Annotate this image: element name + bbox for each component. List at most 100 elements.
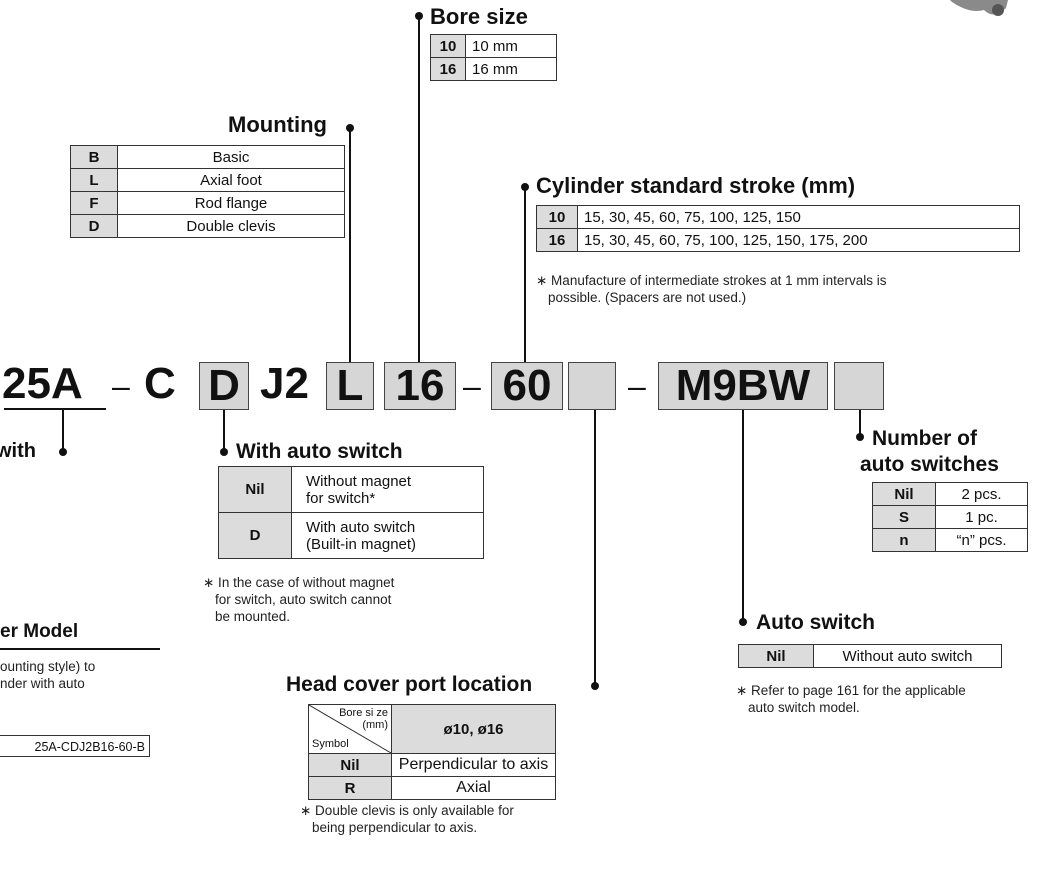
table-cell: L bbox=[71, 169, 118, 192]
cell-line: With auto switch bbox=[306, 519, 477, 536]
table-cell: “n” pcs. bbox=[936, 529, 1028, 552]
table-cell: 10 bbox=[537, 206, 578, 229]
head-cover-title: Head cover port location bbox=[286, 674, 532, 695]
table-row: D With auto switch (Built-in magnet) bbox=[219, 513, 484, 559]
model-prefix: 25A bbox=[2, 362, 83, 406]
table-cell: Bore si ze (mm) Symbol bbox=[309, 705, 392, 754]
table-row: Nil2 pcs. bbox=[873, 483, 1028, 506]
model-box-d: D bbox=[199, 362, 249, 410]
table-cell: With auto switch (Built-in magnet) bbox=[292, 513, 484, 559]
table-cell: ø10, ø16 bbox=[392, 705, 556, 754]
with-switch-title: With auto switch bbox=[236, 441, 403, 462]
prefix-leader bbox=[62, 410, 64, 452]
bore-size-title: Bore size bbox=[430, 6, 528, 28]
order-model-title: er Model bbox=[0, 622, 78, 641]
cell-line: (Built-in magnet) bbox=[306, 536, 477, 553]
table-cell: 10 bbox=[431, 35, 466, 58]
num-switch-title-1: Number of bbox=[872, 428, 977, 449]
table-cell: D bbox=[71, 215, 118, 238]
note-line: ounting style) to bbox=[0, 658, 180, 675]
header-unit: (mm) bbox=[362, 719, 388, 731]
header-bore: Bore si ze bbox=[339, 707, 388, 719]
num-switch-table: Nil2 pcs. S1 pc. n“n” pcs. bbox=[872, 482, 1028, 552]
table-cell: S bbox=[873, 506, 936, 529]
table-cell: 1 pc. bbox=[936, 506, 1028, 529]
stroke-note: ∗ Manufacture of intermediate strokes at… bbox=[536, 272, 1016, 306]
note-line: possible. (Spacers are not used.) bbox=[536, 289, 1016, 306]
stroke-leader bbox=[524, 187, 526, 370]
note-line: ∗ Refer to page 161 for the applicable bbox=[736, 682, 1036, 699]
mounting-leader bbox=[349, 128, 351, 370]
bore-size-table: 10 10 mm 16 16 mm bbox=[430, 34, 557, 81]
table-cell: Nil bbox=[309, 754, 392, 777]
auto-switch-dot bbox=[739, 618, 747, 626]
prefix-dot bbox=[59, 448, 67, 456]
cell-line: Without magnet bbox=[306, 473, 477, 490]
note-line: auto switch model. bbox=[736, 699, 1036, 716]
table-cell: Nil bbox=[739, 645, 814, 668]
model-prefix-underline bbox=[4, 408, 106, 410]
model-box-stroke: 60 bbox=[491, 362, 563, 410]
table-row: n“n” pcs. bbox=[873, 529, 1028, 552]
header-symbol: Symbol bbox=[312, 738, 349, 750]
table-cell: 15, 30, 45, 60, 75, 100, 125, 150 bbox=[578, 206, 1020, 229]
cell-line: for switch* bbox=[306, 490, 477, 507]
model-dash: – bbox=[463, 370, 481, 402]
note-line: being perpendicular to axis. bbox=[300, 819, 600, 836]
table-cell: Rod flange bbox=[118, 192, 345, 215]
head-cover-note: ∗ Double clevis is only available for be… bbox=[300, 802, 600, 836]
note-line: ∗ Manufacture of intermediate strokes at… bbox=[536, 272, 1016, 289]
product-image-fragment bbox=[950, 0, 1010, 28]
table-cell: B bbox=[71, 146, 118, 169]
with-switch-table: Nil Without magnet for switch* D With au… bbox=[218, 466, 484, 559]
note-line: nder with auto bbox=[0, 675, 180, 692]
head-cover-dot bbox=[591, 682, 599, 690]
table-cell: 16 bbox=[537, 229, 578, 252]
bore-size-leader bbox=[418, 16, 420, 370]
num-switch-dot bbox=[856, 433, 864, 441]
table-cell: 16 mm bbox=[466, 58, 557, 81]
table-cell: 15, 30, 45, 60, 75, 100, 125, 150, 175, … bbox=[578, 229, 1020, 252]
model-dash: – bbox=[628, 370, 646, 402]
head-cover-leader bbox=[594, 410, 596, 686]
mounting-title: Mounting bbox=[228, 114, 327, 136]
table-row: 16 16 mm bbox=[431, 58, 557, 81]
table-row: 10 10 mm bbox=[431, 35, 557, 58]
model-j2: J2 bbox=[260, 362, 309, 406]
model-dash: – bbox=[112, 370, 130, 402]
table-cell: 10 mm bbox=[466, 35, 557, 58]
stroke-title: Cylinder standard stroke (mm) bbox=[536, 175, 855, 197]
order-example-box: 25A-CDJ2B16-60-B bbox=[0, 735, 150, 757]
with-switch-note: ∗ In the case of without magnet for swit… bbox=[203, 574, 463, 625]
auto-switch-note: ∗ Refer to page 161 for the applicable a… bbox=[736, 682, 1036, 716]
table-cell: Perpendicular to axis bbox=[392, 754, 556, 777]
table-cell: Double clevis bbox=[118, 215, 345, 238]
table-cell: 16 bbox=[431, 58, 466, 81]
table-cell: Without auto switch bbox=[814, 645, 1002, 668]
note-line: for switch, auto switch cannot bbox=[203, 591, 463, 608]
table-cell: Basic bbox=[118, 146, 345, 169]
table-cell: Without magnet for switch* bbox=[292, 467, 484, 513]
table-row: Nil Without magnet for switch* bbox=[219, 467, 484, 513]
model-box-num bbox=[834, 362, 884, 410]
table-cell: n bbox=[873, 529, 936, 552]
model-box-bore: 16 bbox=[384, 362, 456, 410]
note-line: ∗ In the case of without magnet bbox=[203, 574, 463, 591]
model-c: C bbox=[144, 362, 176, 406]
model-box-switch: M9BW bbox=[658, 362, 828, 410]
auto-switch-title: Auto switch bbox=[756, 612, 875, 633]
table-cell: 2 pcs. bbox=[936, 483, 1028, 506]
